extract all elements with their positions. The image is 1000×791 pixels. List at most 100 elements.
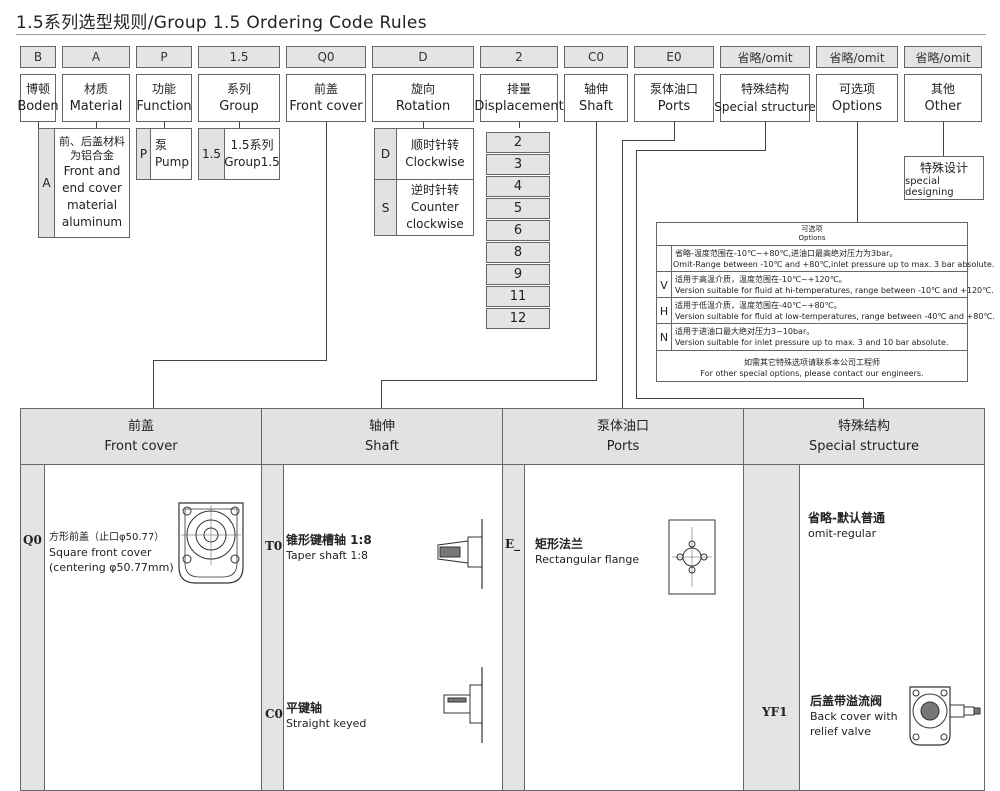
connector-special: [636, 150, 637, 398]
connector-special: [863, 398, 864, 408]
connector-shaft: [596, 122, 597, 380]
rectangular-flange-drawing: [668, 519, 716, 595]
options-row-h: H 适用于低温介质，温度范围在-40℃~+80℃。 Version suitab…: [657, 297, 995, 324]
connector-line: [96, 122, 97, 128]
code-box-displacement: 2: [480, 46, 558, 68]
displacement-item: 3: [486, 154, 550, 175]
material-code: A: [39, 129, 55, 237]
connector-special: [636, 398, 864, 399]
displacement-item: 8: [486, 242, 550, 263]
group-code: 1.5: [199, 129, 225, 179]
options-row-v: V 适用于高温介质，温度范围在-10℃~+120℃。 Version suita…: [657, 271, 994, 298]
rotation-code-s: S: [375, 180, 397, 235]
connector-front-cover: [153, 360, 327, 361]
connector-special: [765, 122, 766, 150]
code-box-special: 省略/omit: [720, 46, 810, 68]
connector-line: [519, 122, 520, 128]
displacement-item: 5: [486, 198, 550, 219]
special-relief-valve-description: 后盖带溢流阀 Back cover with relief valve: [810, 694, 898, 738]
connector-ports: [674, 122, 675, 140]
code-box-options: 省略/omit: [816, 46, 898, 68]
connector-line: [38, 122, 39, 128]
front-cover-code: Q0: [23, 533, 42, 547]
shaft-code-c0: C0: [265, 707, 283, 721]
special-code-yf1: YF1: [762, 705, 788, 719]
displacement-item: 11: [486, 286, 550, 307]
title-divider: [16, 34, 986, 35]
code-box-ports: E0: [634, 46, 714, 68]
code-box-rotation: D: [372, 46, 474, 68]
displacement-item: 2: [486, 132, 550, 153]
connector-line: [857, 122, 858, 222]
connector-line: [164, 122, 165, 128]
connector-front-cover: [326, 122, 327, 360]
page-title: 1.5系列选型规则/Group 1.5 Ordering Code Rules: [16, 13, 427, 33]
relief-valve-cover-drawing: [909, 686, 981, 746]
connector-front-cover: [153, 360, 154, 408]
other-box: 特殊设计 special designing: [904, 156, 984, 200]
options-omit-row: 省略-温度范围在-10℃~+80℃,进油口最高绝对压力为3bar。 Omit-R…: [657, 245, 994, 272]
straight-keyed-shaft-drawing: [443, 667, 483, 743]
displacement-item: 6: [486, 220, 550, 241]
displacement-item: 12: [486, 308, 550, 329]
code-box-front-cover: Q0: [286, 46, 366, 68]
code-box-other: 省略/omit: [904, 46, 982, 68]
connector-line: [239, 122, 240, 128]
front-cover-description: 方形前盖（止口φ50.77） Square front cover (cente…: [49, 532, 174, 574]
connector-line: [423, 122, 424, 128]
code-box-material: A: [62, 46, 130, 68]
code-box-boden: B: [20, 46, 56, 68]
connector-special: [636, 150, 766, 151]
ports-code: E_: [505, 537, 521, 551]
code-box-shaft: C0: [564, 46, 628, 68]
rotation-code-d: D: [375, 129, 397, 179]
connector-ports: [622, 140, 675, 141]
material-table: A 前、后盖材料为铝合金 Front and end cover materia…: [38, 128, 130, 238]
shaft-code-t0: T0: [265, 539, 283, 553]
connector-line: [943, 122, 944, 156]
connector-shaft: [381, 380, 597, 381]
taper-shaft-drawing: [437, 519, 483, 589]
displacement-item: 9: [486, 264, 550, 285]
material-description: 前、后盖材料为铝合金 Front and end cover material …: [59, 135, 125, 229]
function-code: P: [137, 129, 151, 179]
connector-shaft: [381, 380, 382, 408]
code-box-function: P: [136, 46, 192, 68]
connector-ports: [622, 140, 623, 408]
options-row-n: N 适用于进油口最大绝对压力3~10bar。 Version suitable …: [657, 323, 967, 351]
